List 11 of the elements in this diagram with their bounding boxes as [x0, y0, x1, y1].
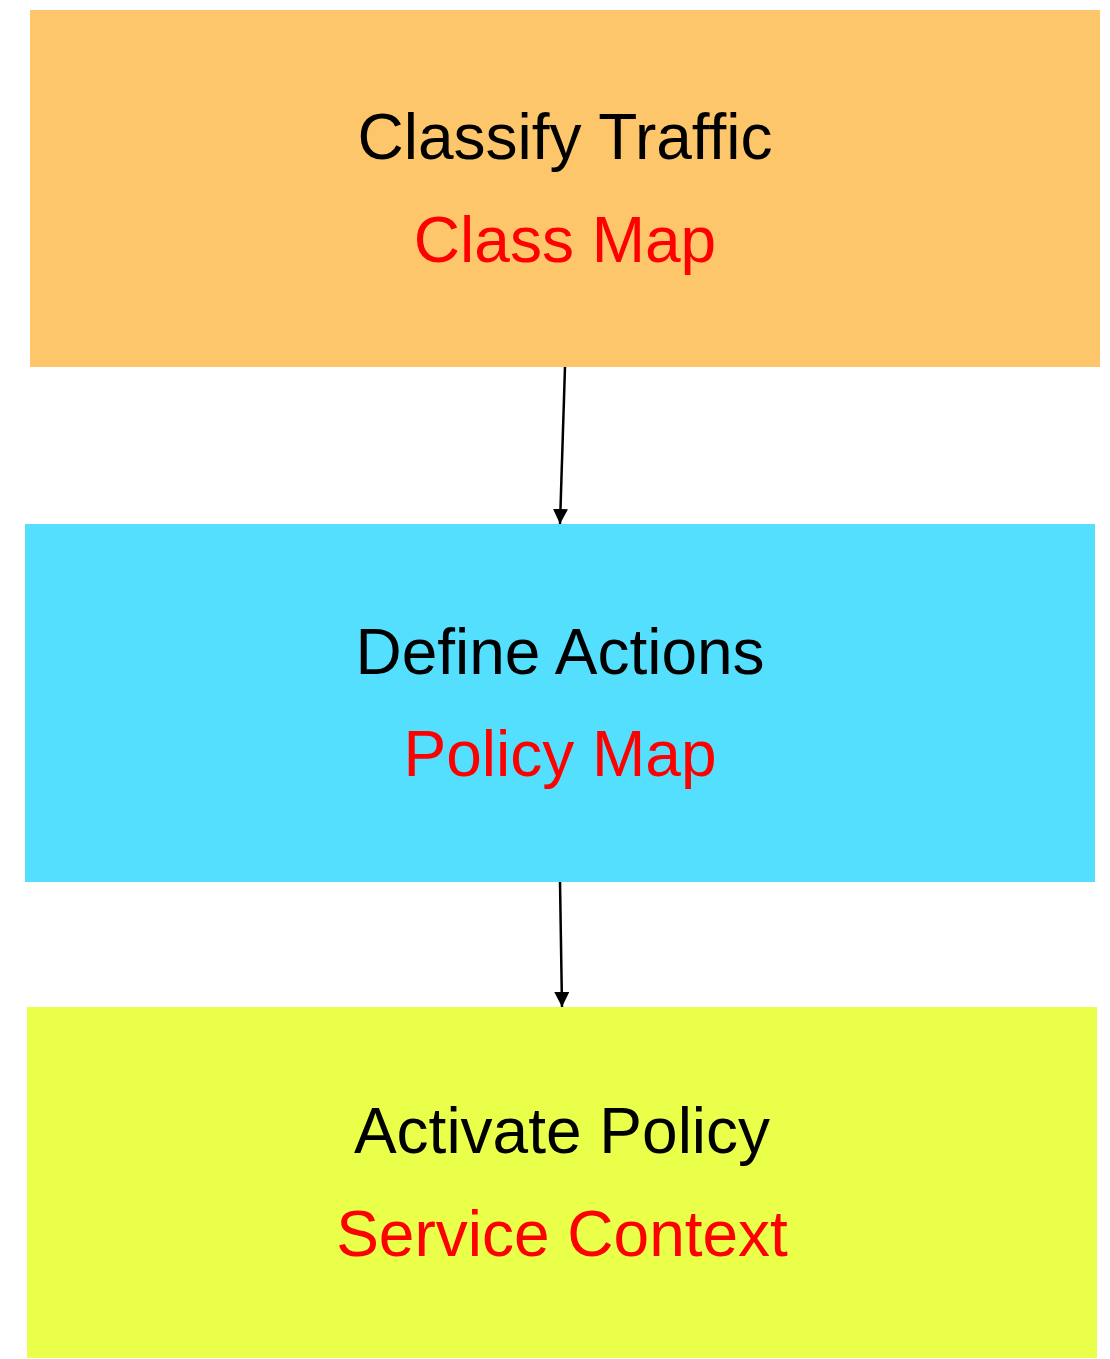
step-subtitle: Service Context [336, 1196, 788, 1272]
step-subtitle: Class Map [413, 202, 717, 278]
step-title: Activate Policy [353, 1094, 771, 1170]
process-box [25, 524, 1095, 882]
arrow [553, 366, 568, 525]
process-box [30, 10, 1100, 367]
arrow [554, 881, 570, 1008]
step-title: Classify Traffic [357, 100, 773, 176]
step-subtitle: Policy Map [403, 717, 717, 792]
process-box [27, 1007, 1097, 1358]
step-title: Define Actions [355, 614, 765, 690]
